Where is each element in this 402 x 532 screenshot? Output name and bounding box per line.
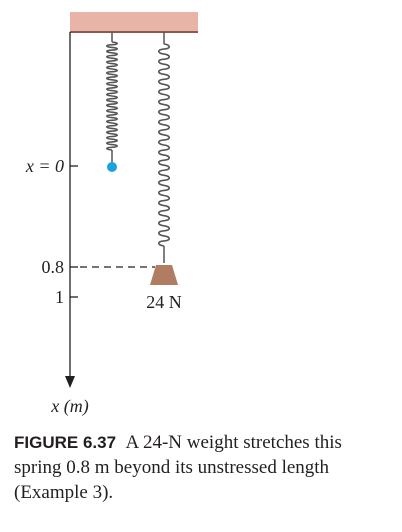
ceiling [70,12,198,32]
tick-label-zero: x = 0 [25,156,64,176]
spring-diagram: x = 0 0.8 1 24 N x (m) [25,12,198,417]
x-axis-label: x (m) [50,396,88,417]
tick-label-0.8: 0.8 [42,257,65,277]
x-axis-arrowhead [65,376,75,388]
figure-caption: FIGURE 6.37 A 24-N weight stretches this… [14,430,394,505]
spring-end-marker [107,162,117,172]
weight-block [150,265,178,285]
weight-label: 24 N [146,292,182,312]
caption-text: A 24-N weight stretches this spring 0.8 … [14,432,342,503]
figure-label: FIGURE 6.37 [14,433,117,452]
tick-label-one: 1 [55,287,64,307]
stretched-spring [157,43,171,247]
unstretched-spring [105,41,119,151]
